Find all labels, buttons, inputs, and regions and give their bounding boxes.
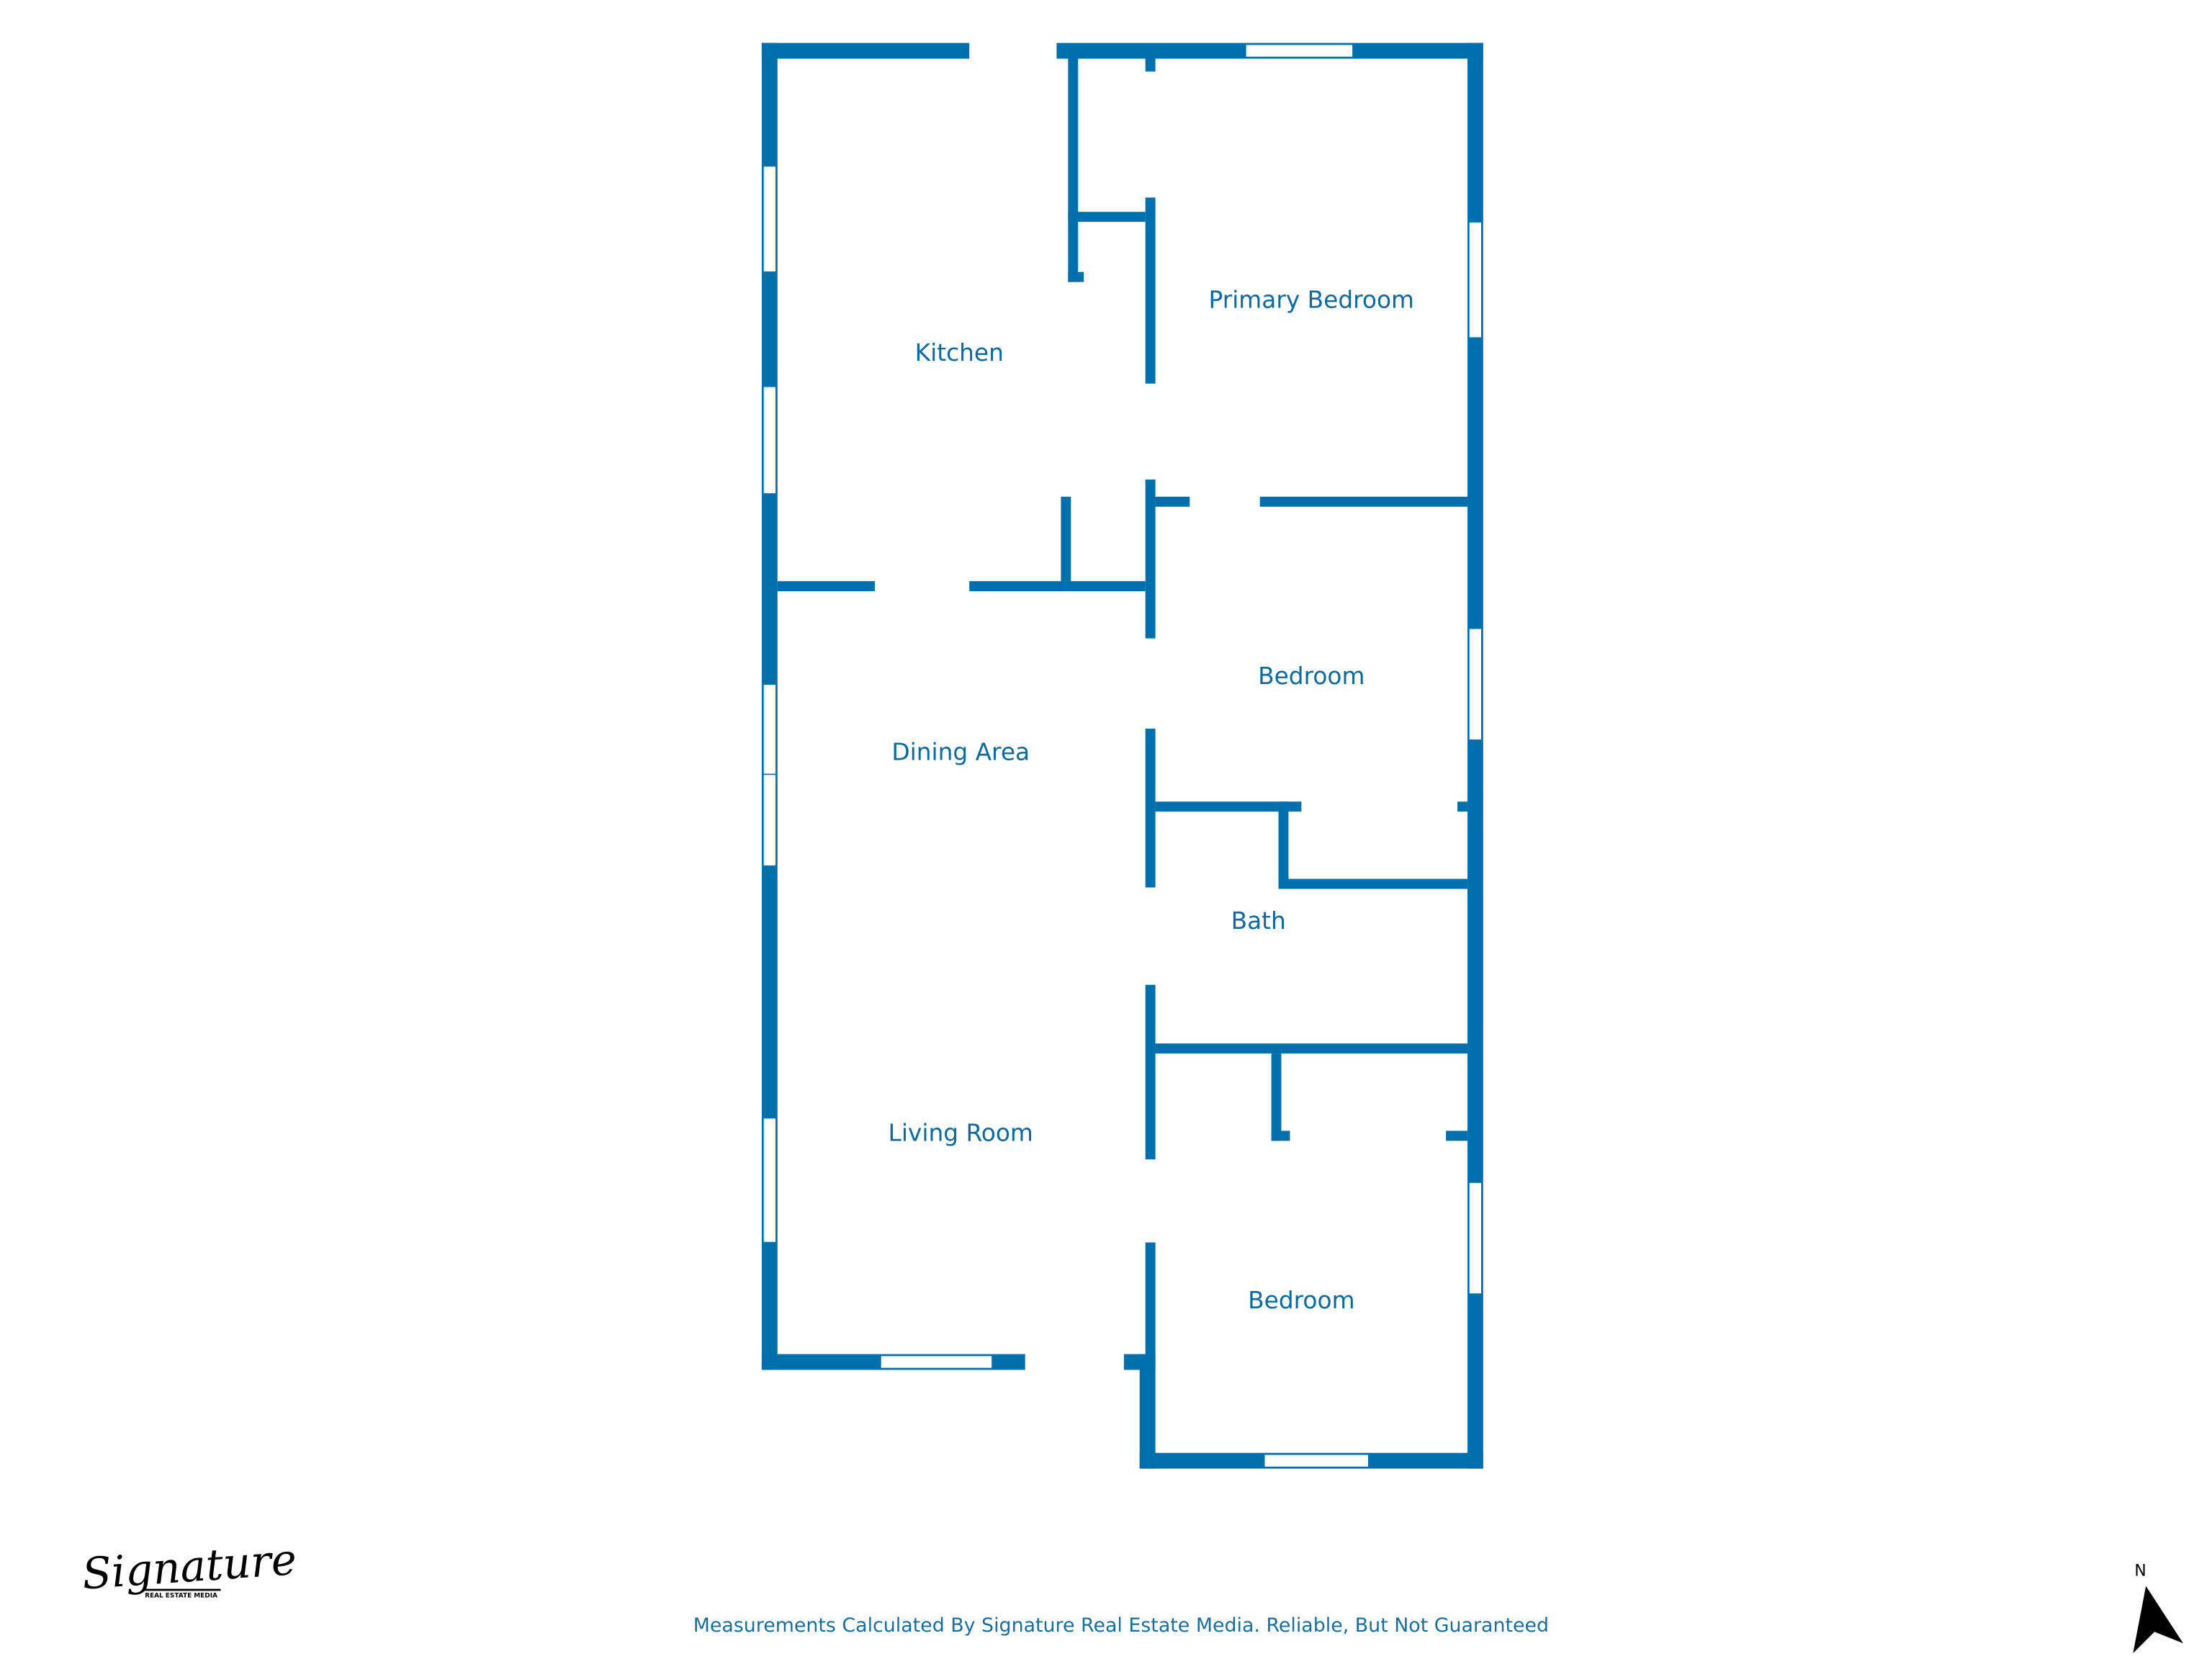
- wall-bath-bottom: [1155, 1043, 1467, 1054]
- wall-bedroom-closet: [1271, 1130, 1290, 1141]
- window: [763, 385, 777, 495]
- room-label-living-room: Living Room: [889, 1119, 1033, 1146]
- wall-primary-bottom: [1259, 496, 1467, 507]
- room-label-kitchen: Kitchen: [915, 339, 1004, 367]
- window: [763, 683, 777, 775]
- wall-top-left: [761, 42, 970, 59]
- wall-bath-closet: [1278, 801, 1289, 889]
- measurement-disclaimer: Measurements Calculated By Signature Rea…: [693, 1614, 1549, 1637]
- wall-spine: [1145, 479, 1156, 639]
- window: [1468, 1182, 1483, 1295]
- window: [763, 773, 777, 867]
- room-label-primary-bedroom: Primary Bedroom: [1209, 286, 1415, 313]
- windows: [763, 43, 1483, 1468]
- window: [1263, 1453, 1370, 1468]
- wall-bedroom-bath: [1155, 801, 1302, 812]
- walls: [761, 42, 1483, 1469]
- window: [880, 1354, 993, 1370]
- north-arrow-shape: [2133, 1586, 2183, 1654]
- north-arrow-icon: N: [2133, 1563, 2183, 1654]
- window: [1468, 627, 1483, 741]
- wall-kitchen-dining: [777, 581, 875, 592]
- wall-primary-bottom: [1155, 496, 1190, 507]
- wall-kitchen-dining: [969, 581, 1146, 592]
- wall-spine: [1145, 197, 1156, 384]
- wall-closet: [1068, 271, 1084, 282]
- wall-spine: [1145, 984, 1156, 1160]
- room-label-bath: Bath: [1231, 907, 1286, 935]
- window: [763, 1117, 777, 1244]
- window: [763, 165, 777, 273]
- wall-small-closet: [1061, 496, 1071, 583]
- wall-closet: [1068, 58, 1079, 282]
- window: [1245, 43, 1354, 58]
- wall-bedroom-closet: [1271, 1053, 1282, 1141]
- wall-spine: [1145, 58, 1156, 72]
- wall-bedroom-closet: [1446, 1130, 1467, 1141]
- wall-closet: [1068, 212, 1146, 222]
- room-labels: Kitchen Primary Bedroom Bedroom Dining A…: [889, 286, 1414, 1314]
- logo-underline: [143, 1588, 221, 1591]
- wall-spine: [1145, 728, 1156, 888]
- wall-bath-closet: [1278, 878, 1467, 889]
- logo-subtitle: REAL ESTATE MEDIA: [145, 1593, 217, 1600]
- room-label-bedroom: Bedroom: [1248, 1287, 1354, 1314]
- room-label-dining-area: Dining Area: [891, 739, 1030, 766]
- wall-bedroom-bath: [1457, 801, 1467, 812]
- wall-spine: [1145, 1242, 1156, 1364]
- wall-step: [1139, 1354, 1156, 1469]
- window: [1468, 221, 1483, 338]
- wall-right: [1467, 42, 1483, 1469]
- signature-logo: Signature REAL ESTATE MEDIA: [81, 1535, 298, 1600]
- room-label-bedroom: Bedroom: [1258, 662, 1364, 690]
- compass-north-label: N: [2134, 1563, 2146, 1581]
